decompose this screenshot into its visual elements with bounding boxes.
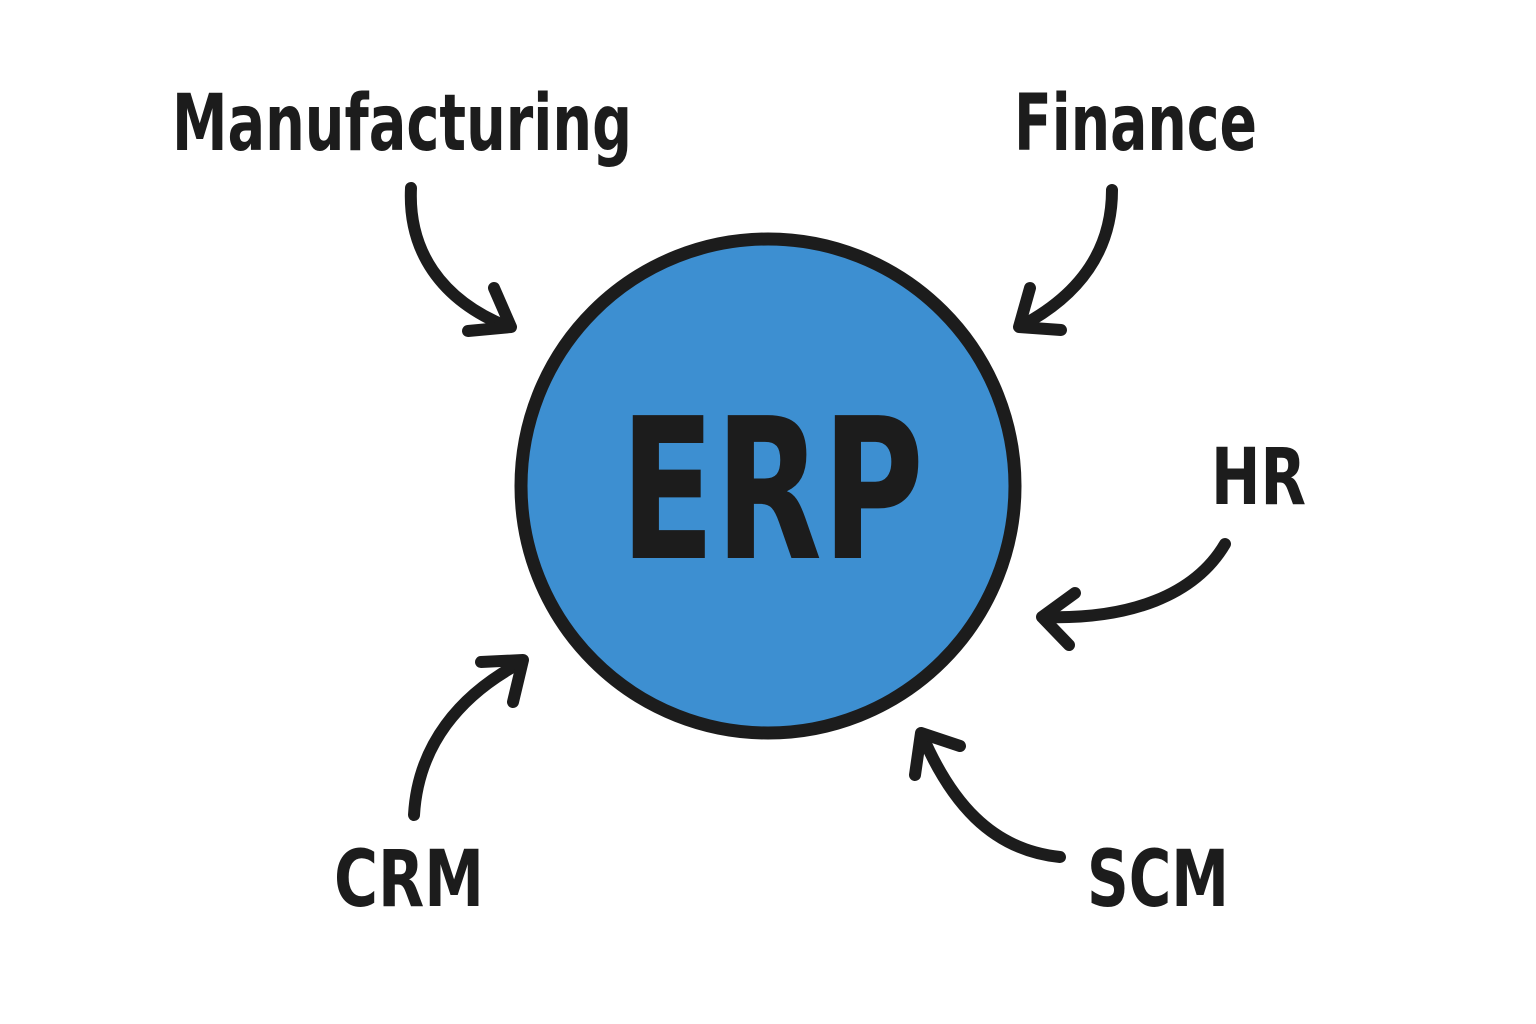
module-label-crm: CRM <box>334 835 484 925</box>
arrow-shaft <box>408 657 526 821</box>
module-label-scm: SCM <box>1087 835 1229 925</box>
arrow-shaft <box>404 182 514 333</box>
arrow-head <box>909 727 966 781</box>
arrow-scm-to-erp <box>909 727 1066 863</box>
module-label-manufacturing: Manufacturing <box>172 79 632 169</box>
arrow-head <box>462 282 517 337</box>
erp-hub: ERP <box>514 232 1022 740</box>
arrow-finance-to-erp <box>1013 184 1118 336</box>
erp-hub-circle <box>514 232 1022 740</box>
module-label-hr: HR <box>1211 433 1306 523</box>
module-label-finance: Finance <box>1014 79 1257 169</box>
arrow-manufacturing-to-erp <box>404 182 517 337</box>
arrow-hr-to-erp <box>1036 538 1231 651</box>
arrow-shaft <box>1015 184 1118 332</box>
erp-hub-label: ERP <box>620 377 924 605</box>
arrow-crm-to-erp <box>408 654 529 821</box>
arrow-head <box>1036 587 1081 651</box>
arrow-head <box>475 654 529 708</box>
arrow-head <box>1013 282 1067 336</box>
arrow-shaft <box>916 729 1066 863</box>
arrow-shaft <box>1037 538 1231 624</box>
